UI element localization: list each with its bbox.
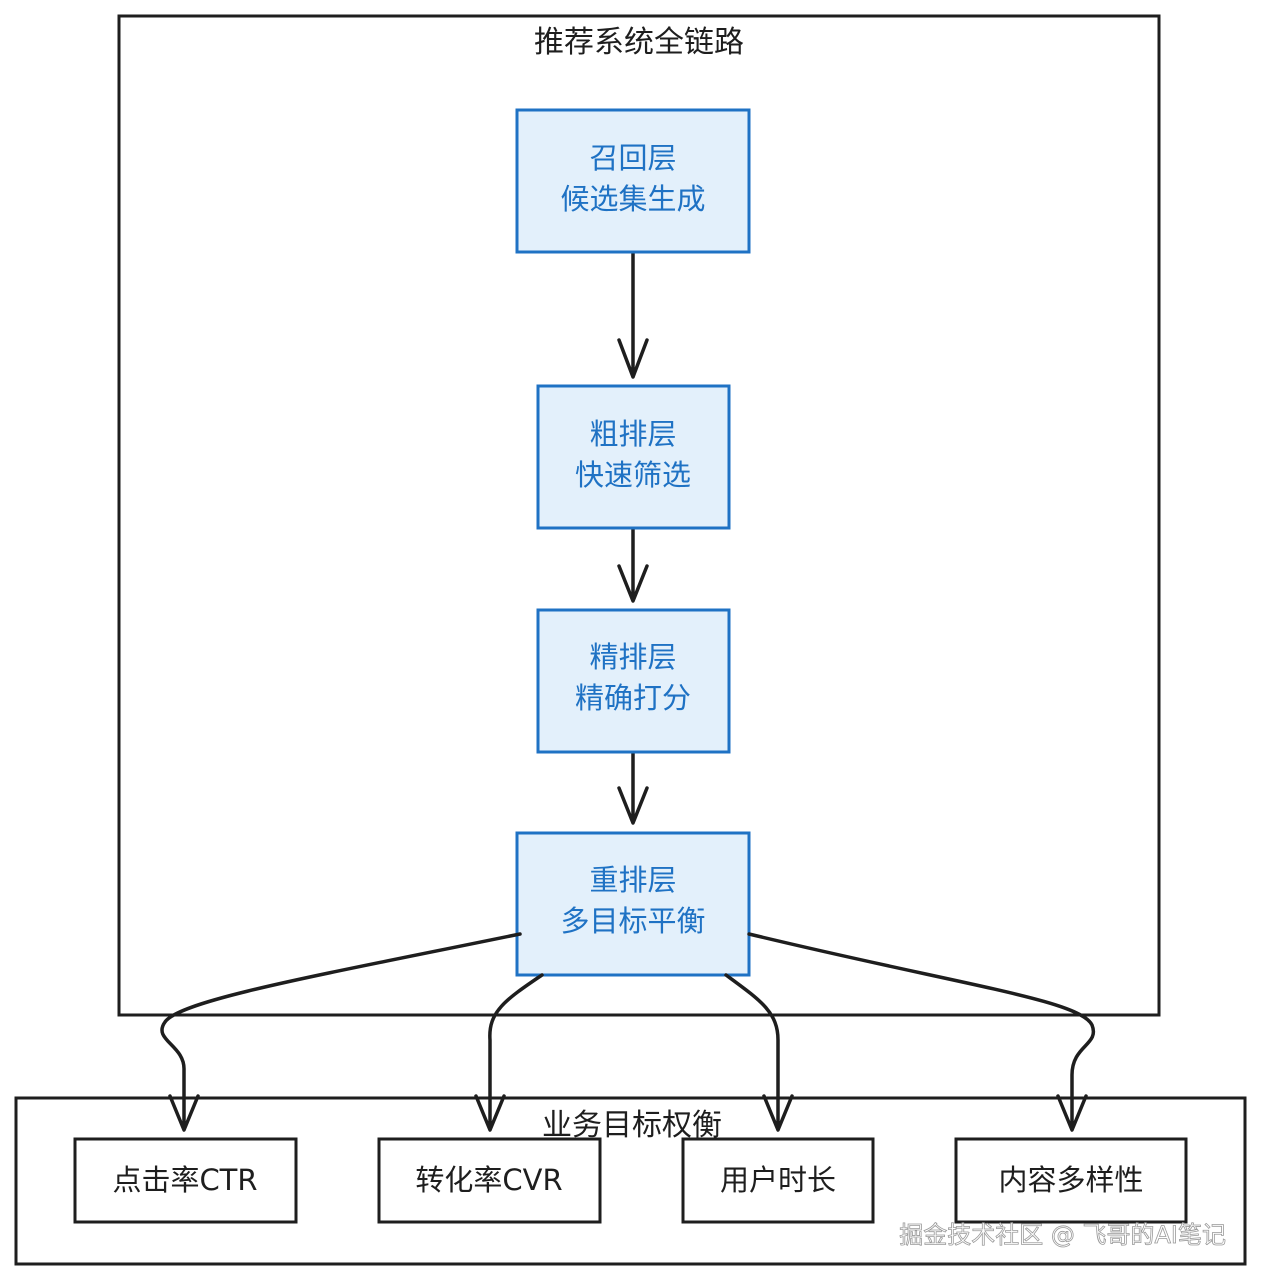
goal-diversity[interactable]: 内容多样性 <box>954 1137 1188 1224</box>
edge-recall-to-coarse <box>617 250 649 379</box>
edge-rerank-to-ctr <box>160 932 522 1132</box>
node-recall[interactable]: 召回层 候选集生成 <box>515 108 751 254</box>
node-rerank-box <box>515 831 751 977</box>
goals-frame-title: 业务目标权衡 <box>542 1108 722 1143</box>
node-recall-subtitle: 候选集生成 <box>560 182 705 216</box>
goals-frame: 业务目标权衡 <box>14 1096 1247 1266</box>
edge-coarse-to-fine <box>617 526 649 603</box>
node-rerank-title: 重排层 <box>589 863 676 897</box>
goal-cvr-box <box>377 1137 602 1224</box>
node-coarse-box <box>536 384 731 530</box>
node-fine-box <box>536 608 731 754</box>
goal-diversity-label: 内容多样性 <box>998 1163 1143 1197</box>
goal-cvr[interactable]: 转化率CVR <box>377 1137 602 1224</box>
edge-rerank-to-diversity <box>747 932 1096 1132</box>
node-coarse[interactable]: 粗排层 快速筛选 <box>536 384 731 530</box>
goal-edges <box>160 932 1096 1132</box>
goal-duration-box <box>681 1137 875 1224</box>
node-fine-title: 精排层 <box>589 640 676 674</box>
pipeline-frame-title: 推荐系统全链路 <box>534 25 744 60</box>
goal-ctr[interactable]: 点击率CTR <box>73 1137 298 1224</box>
edge-fine-to-rerank <box>617 750 649 825</box>
pipeline-edges <box>617 250 649 825</box>
goal-cvr-label: 转化率CVR <box>415 1163 562 1197</box>
pipeline-frame-border <box>117 14 1161 1017</box>
watermark-text: 掘金技术社区 @ 飞哥的AI笔记 <box>899 1221 1226 1249</box>
node-coarse-subtitle: 快速筛选 <box>575 458 691 492</box>
node-coarse-title: 粗排层 <box>589 417 676 451</box>
node-rerank-subtitle: 多目标平衡 <box>560 904 705 938</box>
edge-rerank-to-cvr <box>474 973 544 1132</box>
goals-frame-border <box>14 1096 1247 1266</box>
goal-duration[interactable]: 用户时长 <box>681 1137 875 1224</box>
node-recall-box <box>515 108 751 254</box>
edge-rerank-to-duration <box>724 973 794 1132</box>
node-recall-title: 召回层 <box>589 141 676 175</box>
node-fine[interactable]: 精排层 精确打分 <box>536 608 731 754</box>
goal-diversity-box <box>954 1137 1188 1224</box>
pipeline-frame: 推荐系统全链路 <box>117 14 1161 1017</box>
node-fine-subtitle: 精确打分 <box>575 681 691 715</box>
node-rerank[interactable]: 重排层 多目标平衡 <box>515 831 751 977</box>
goal-ctr-box <box>73 1137 298 1224</box>
goal-ctr-label: 点击率CTR <box>112 1163 257 1197</box>
goal-duration-label: 用户时长 <box>720 1163 836 1197</box>
